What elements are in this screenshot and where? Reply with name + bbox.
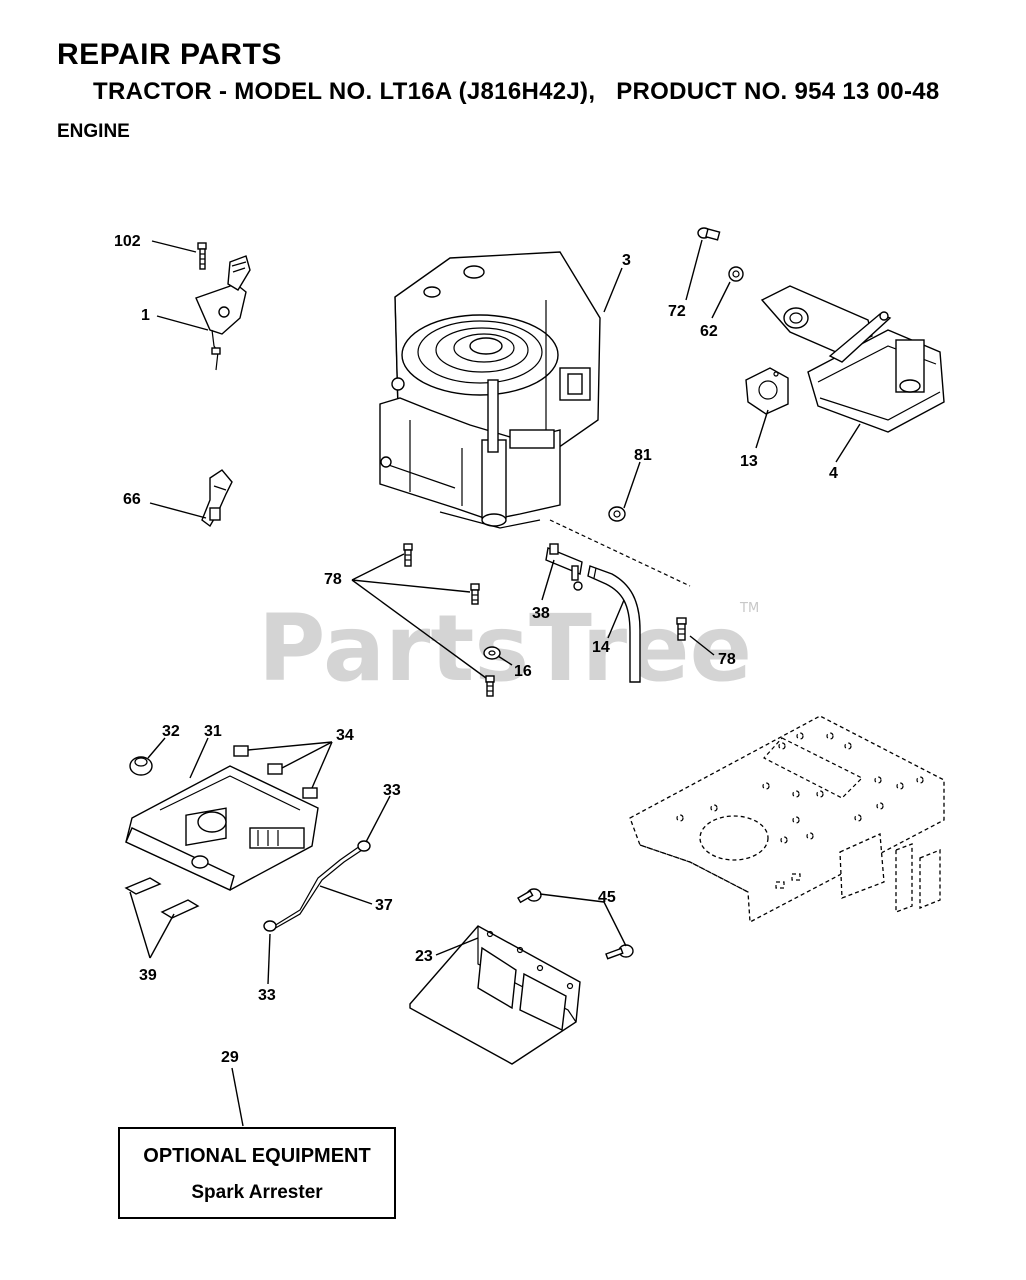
callout-78-b: 78	[718, 651, 736, 668]
callout-13: 13	[740, 453, 758, 470]
part-14-hose	[587, 565, 641, 683]
part-37-fuel-line	[271, 845, 363, 931]
part-45-screw-b	[605, 944, 634, 960]
callout-14: 14	[592, 639, 610, 656]
part-13-gasket	[745, 367, 789, 415]
tractor-frame-reference	[629, 715, 945, 924]
callout-78-a: 78	[324, 571, 342, 588]
part-72-screw	[697, 227, 721, 241]
part-16-washer	[483, 646, 501, 660]
part-23-heat-shield	[409, 925, 581, 1065]
callout-62: 62	[700, 323, 718, 340]
watermark-text: PartsTree	[258, 595, 752, 702]
callout-72: 72	[668, 303, 686, 320]
page-subtitle: TRACTOR - MODEL NO. LT16A (J816H42J), PR…	[93, 78, 940, 105]
callout-66: 66	[123, 491, 141, 508]
part-78-bolt-c	[485, 675, 495, 697]
part-102-screw	[197, 242, 207, 270]
callout-3: 3	[622, 252, 631, 269]
part-32-cap	[129, 756, 153, 776]
part-78-bolt-b	[470, 583, 480, 605]
callout-45: 45	[598, 889, 616, 906]
callout-31: 31	[204, 723, 222, 740]
callout-23: 23	[415, 948, 433, 965]
part-33-clamp-bottom	[263, 920, 277, 932]
callout-102: 102	[114, 233, 141, 250]
callout-33-top: 33	[383, 782, 401, 799]
leader-lines	[129, 239, 861, 1127]
part-45-screw-a	[517, 888, 542, 904]
callout-16: 16	[514, 663, 532, 680]
part-3-engine	[379, 251, 601, 529]
optional-equipment-box: OPTIONAL EQUIPMENT Spark Arrester	[118, 1127, 396, 1219]
part-31-base	[125, 765, 319, 891]
part-1-throttle-control	[195, 255, 251, 371]
part-38-fitting	[545, 543, 583, 591]
callout-1: 1	[141, 307, 150, 324]
callout-29: 29	[221, 1049, 239, 1066]
callout-34: 34	[336, 727, 354, 744]
part-4-muffler	[760, 285, 945, 433]
watermark-tm: TM	[739, 601, 759, 616]
callout-81: 81	[634, 447, 652, 464]
callout-33-bottom: 33	[258, 987, 276, 1004]
callout-labels: 102 1 3 72 62 13 4 81 66 78 38 14 78 16 …	[114, 233, 838, 1066]
part-66-bracket	[201, 469, 233, 528]
callout-39: 39	[139, 967, 157, 984]
part-78-bolt-a	[403, 543, 413, 567]
part-34-pads	[233, 745, 318, 799]
page-title: REPAIR PARTS	[57, 38, 282, 71]
callout-4: 4	[829, 465, 838, 482]
optional-equipment-item: Spark Arrester	[191, 1182, 323, 1203]
part-39-shims	[124, 877, 200, 919]
section-label: ENGINE	[57, 121, 130, 142]
callout-32: 32	[162, 723, 180, 740]
callout-37: 37	[375, 897, 393, 914]
part-78-bolt-d	[676, 617, 687, 641]
part-81-nut	[608, 506, 626, 522]
optional-equipment-title: OPTIONAL EQUIPMENT	[143, 1145, 371, 1167]
callout-38: 38	[532, 605, 550, 622]
part-62-washer	[728, 266, 744, 282]
part-33-clamp-top	[357, 840, 371, 852]
